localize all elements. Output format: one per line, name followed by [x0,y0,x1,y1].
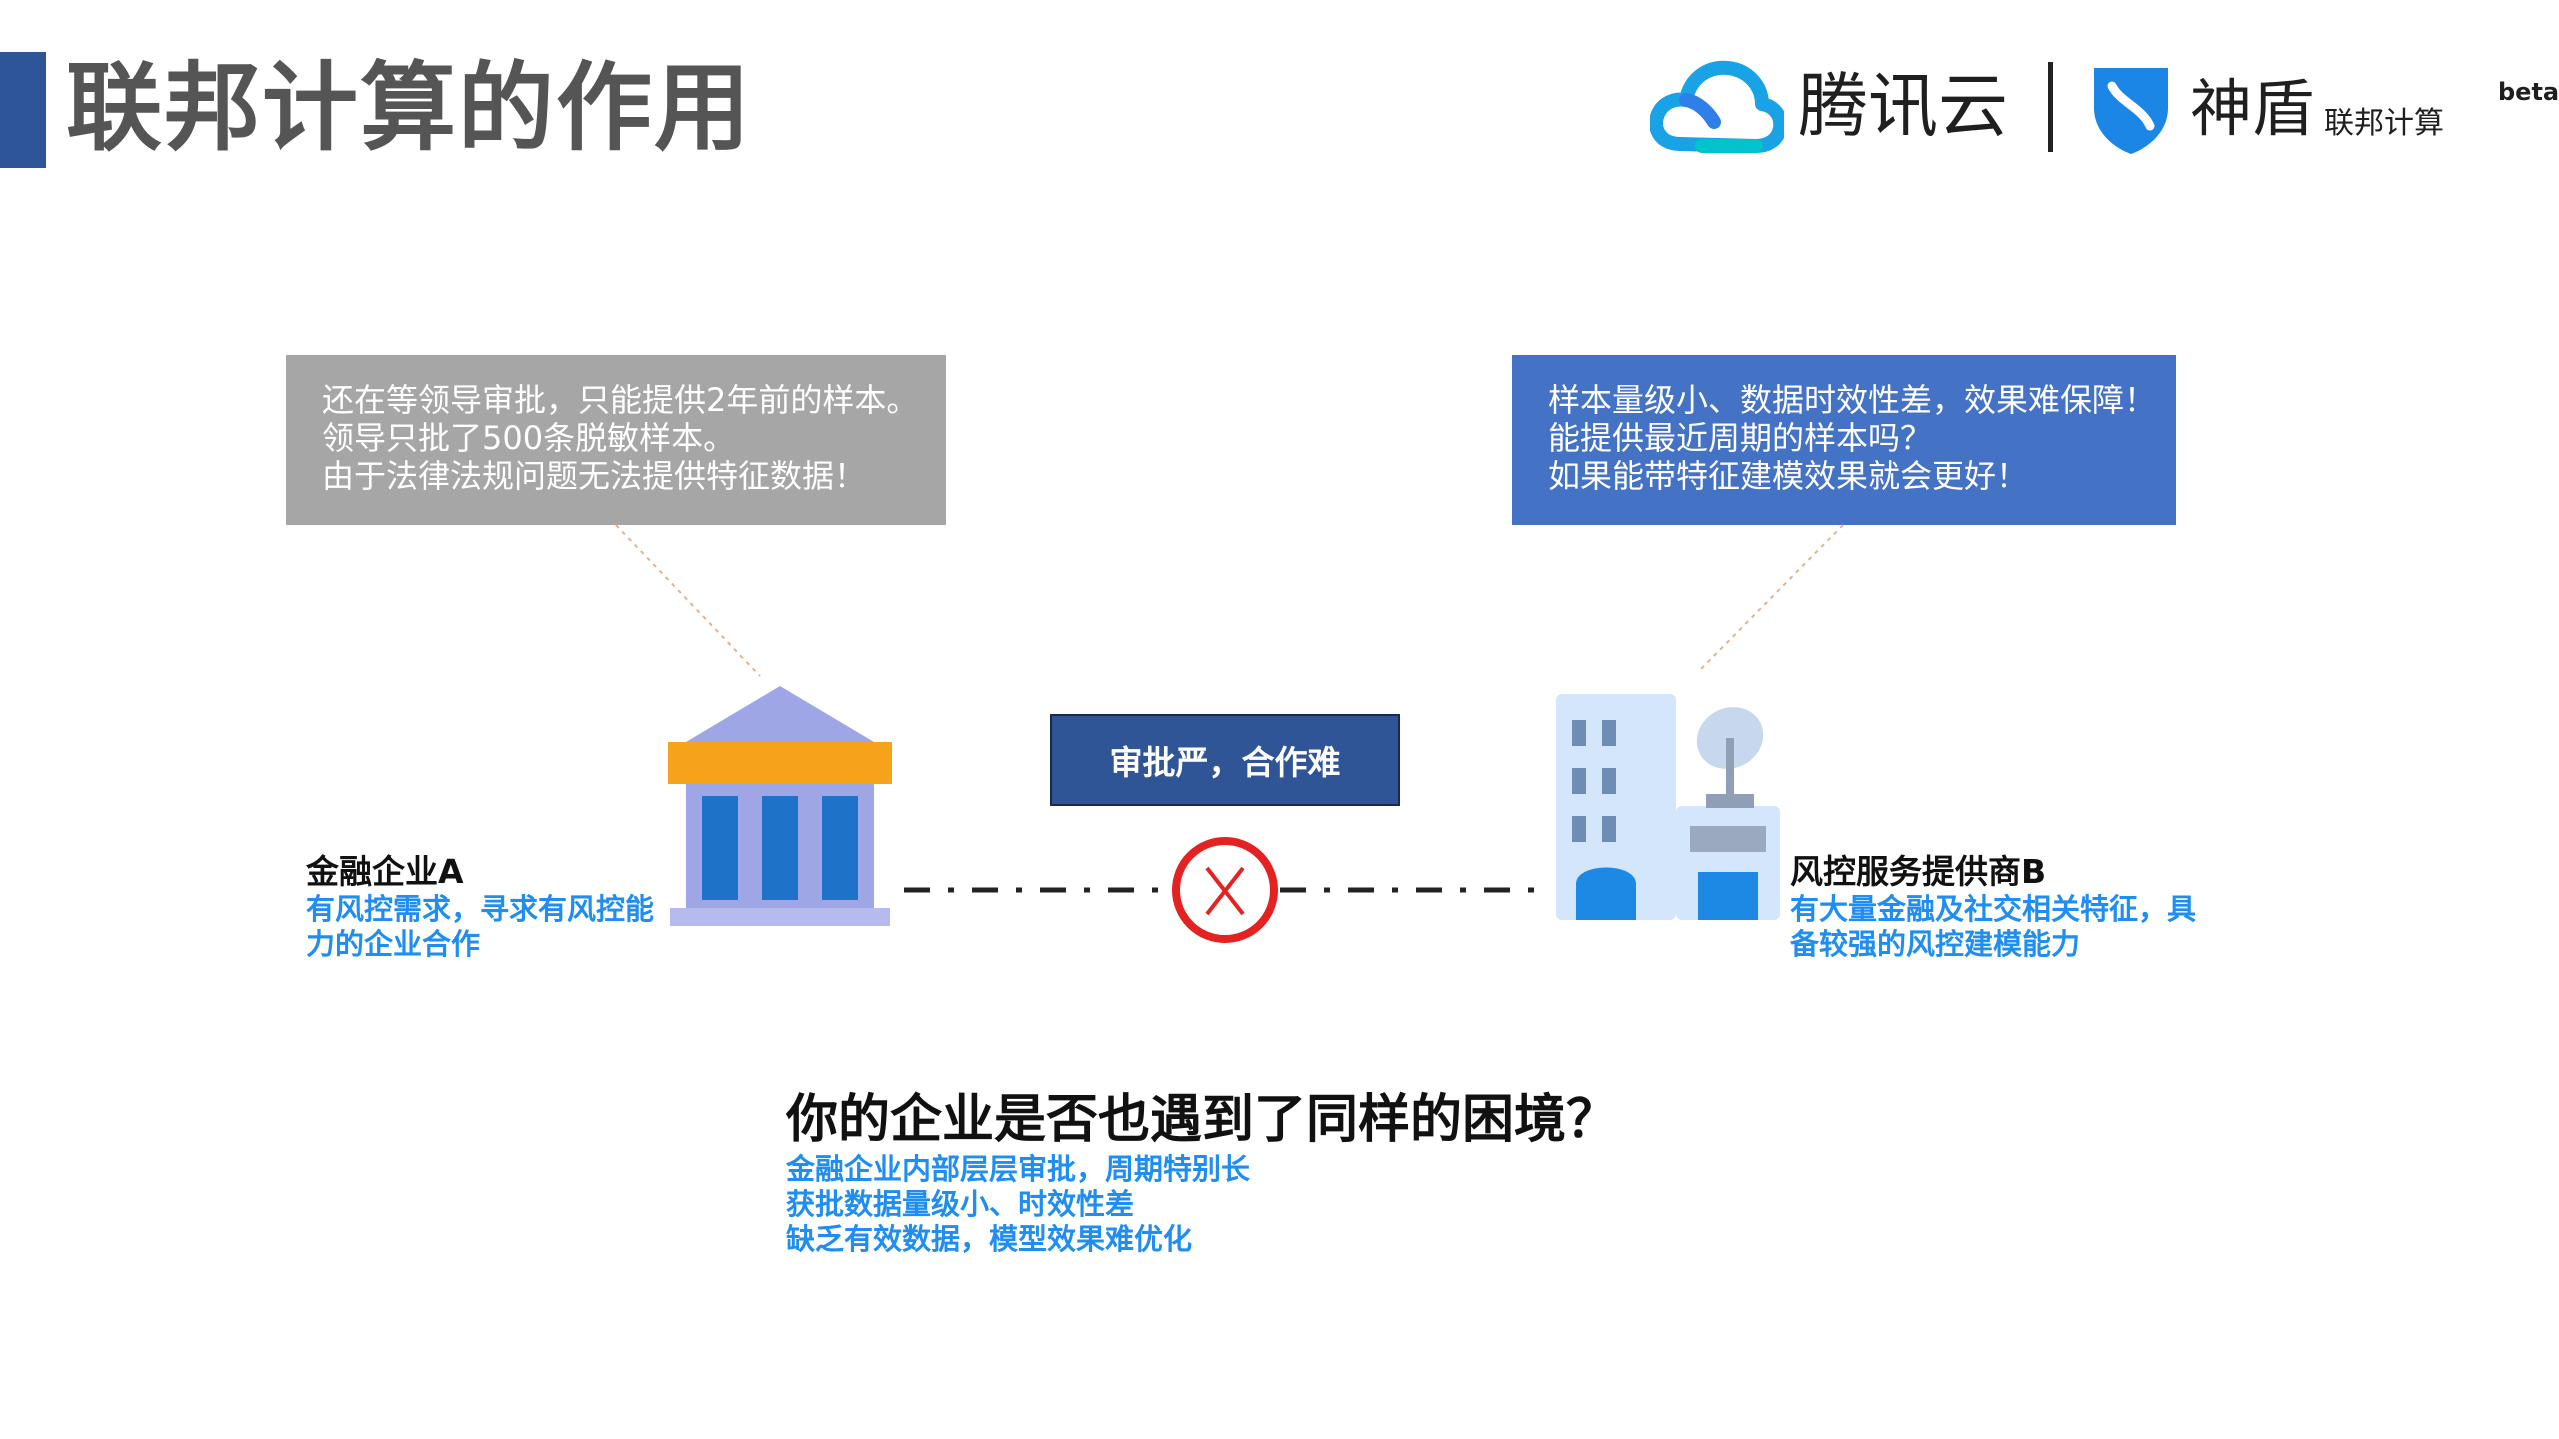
entity-b-info: 风控服务提供商B 有大量金融及社交相关特征，具 备较强的风控建模能力 [1790,852,2196,962]
callout-b-leader-line [1699,524,1844,671]
pain-point-list: 金融企业内部层层审批，周期特别长 获批数据量级小、时效性差 缺乏有效数据，模型效… [786,1152,1250,1257]
callout-line: 样本量级小、数据时效性差，效果难保障！ [1548,381,2157,419]
bank-building-icon [668,686,892,926]
callout-line: 还在等领导审批，只能提供2年前的样本。 [322,381,919,419]
callout-line: 由于法律法规问题无法提供特征数据！ [322,457,867,495]
entity-a-info: 金融企业A 有风控需求，寻求有风控能 力的企业合作 [306,852,654,962]
entity-a-desc-line: 有风控需求，寻求有风控能 [306,892,655,926]
logo-divider [2048,62,2053,152]
entity-b-name: 风控服务提供商B [1790,852,2047,891]
shendun-logo: 神盾 联邦计算 beta [2090,58,2559,158]
callout-provider-b: 样本量级小、数据时效性差，效果难保障！ 能提供最近周期的样本吗？ 如果能带特征建… [1512,355,2176,525]
callout-enterprise-a: 还在等领导审批，只能提供2年前的样本。 领导只批了500条脱敏样本。 由于法律法… [286,355,946,525]
entity-a-name: 金融企业A [306,852,464,891]
title-accent-bar [0,52,46,168]
beta-badge: beta [2498,78,2559,106]
pain-point-item: 缺乏有效数据，模型效果难优化 [786,1222,1193,1256]
office-building-icon [1556,694,1780,920]
question-heading: 你的企业是否也遇到了同样的困境？ [786,1090,1619,1150]
approval-status-label: 审批严，合作难 [1109,743,1341,782]
pain-point-item: 获批数据量级小、时效性差 [786,1187,1135,1221]
entity-a-desc-line: 力的企业合作 [306,927,481,961]
pain-point-item: 金融企业内部层层审批，周期特别长 [786,1152,1251,1186]
tencent-cloud-wordmark: 腾讯云 [1798,65,2008,147]
entity-b-desc-line: 备较强的风控建模能力 [1790,927,2081,961]
tencent-cloud-logo: 腾讯云 [1650,52,2010,162]
shield-icon [2094,68,2168,154]
callout-line: 领导只批了500条脱敏样本。 [322,419,736,457]
callout-line: 能提供最近周期的样本吗？ [1548,419,1933,457]
callout-a-leader-line [615,524,761,677]
x-circle-icon [1172,837,1278,943]
approval-status-box: 审批严，合作难 [1050,714,1400,806]
product-wordmark: 联邦计算 [2324,106,2444,141]
page-title: 联邦计算的作用 [66,52,752,164]
cloud-icon [1650,60,1784,153]
shendun-wordmark: 神盾 [2190,72,2315,145]
entity-b-desc-line: 有大量金融及社交相关特征，具 [1790,892,2197,926]
callout-line: 如果能带特征建模效果就会更好！ [1548,457,2029,495]
